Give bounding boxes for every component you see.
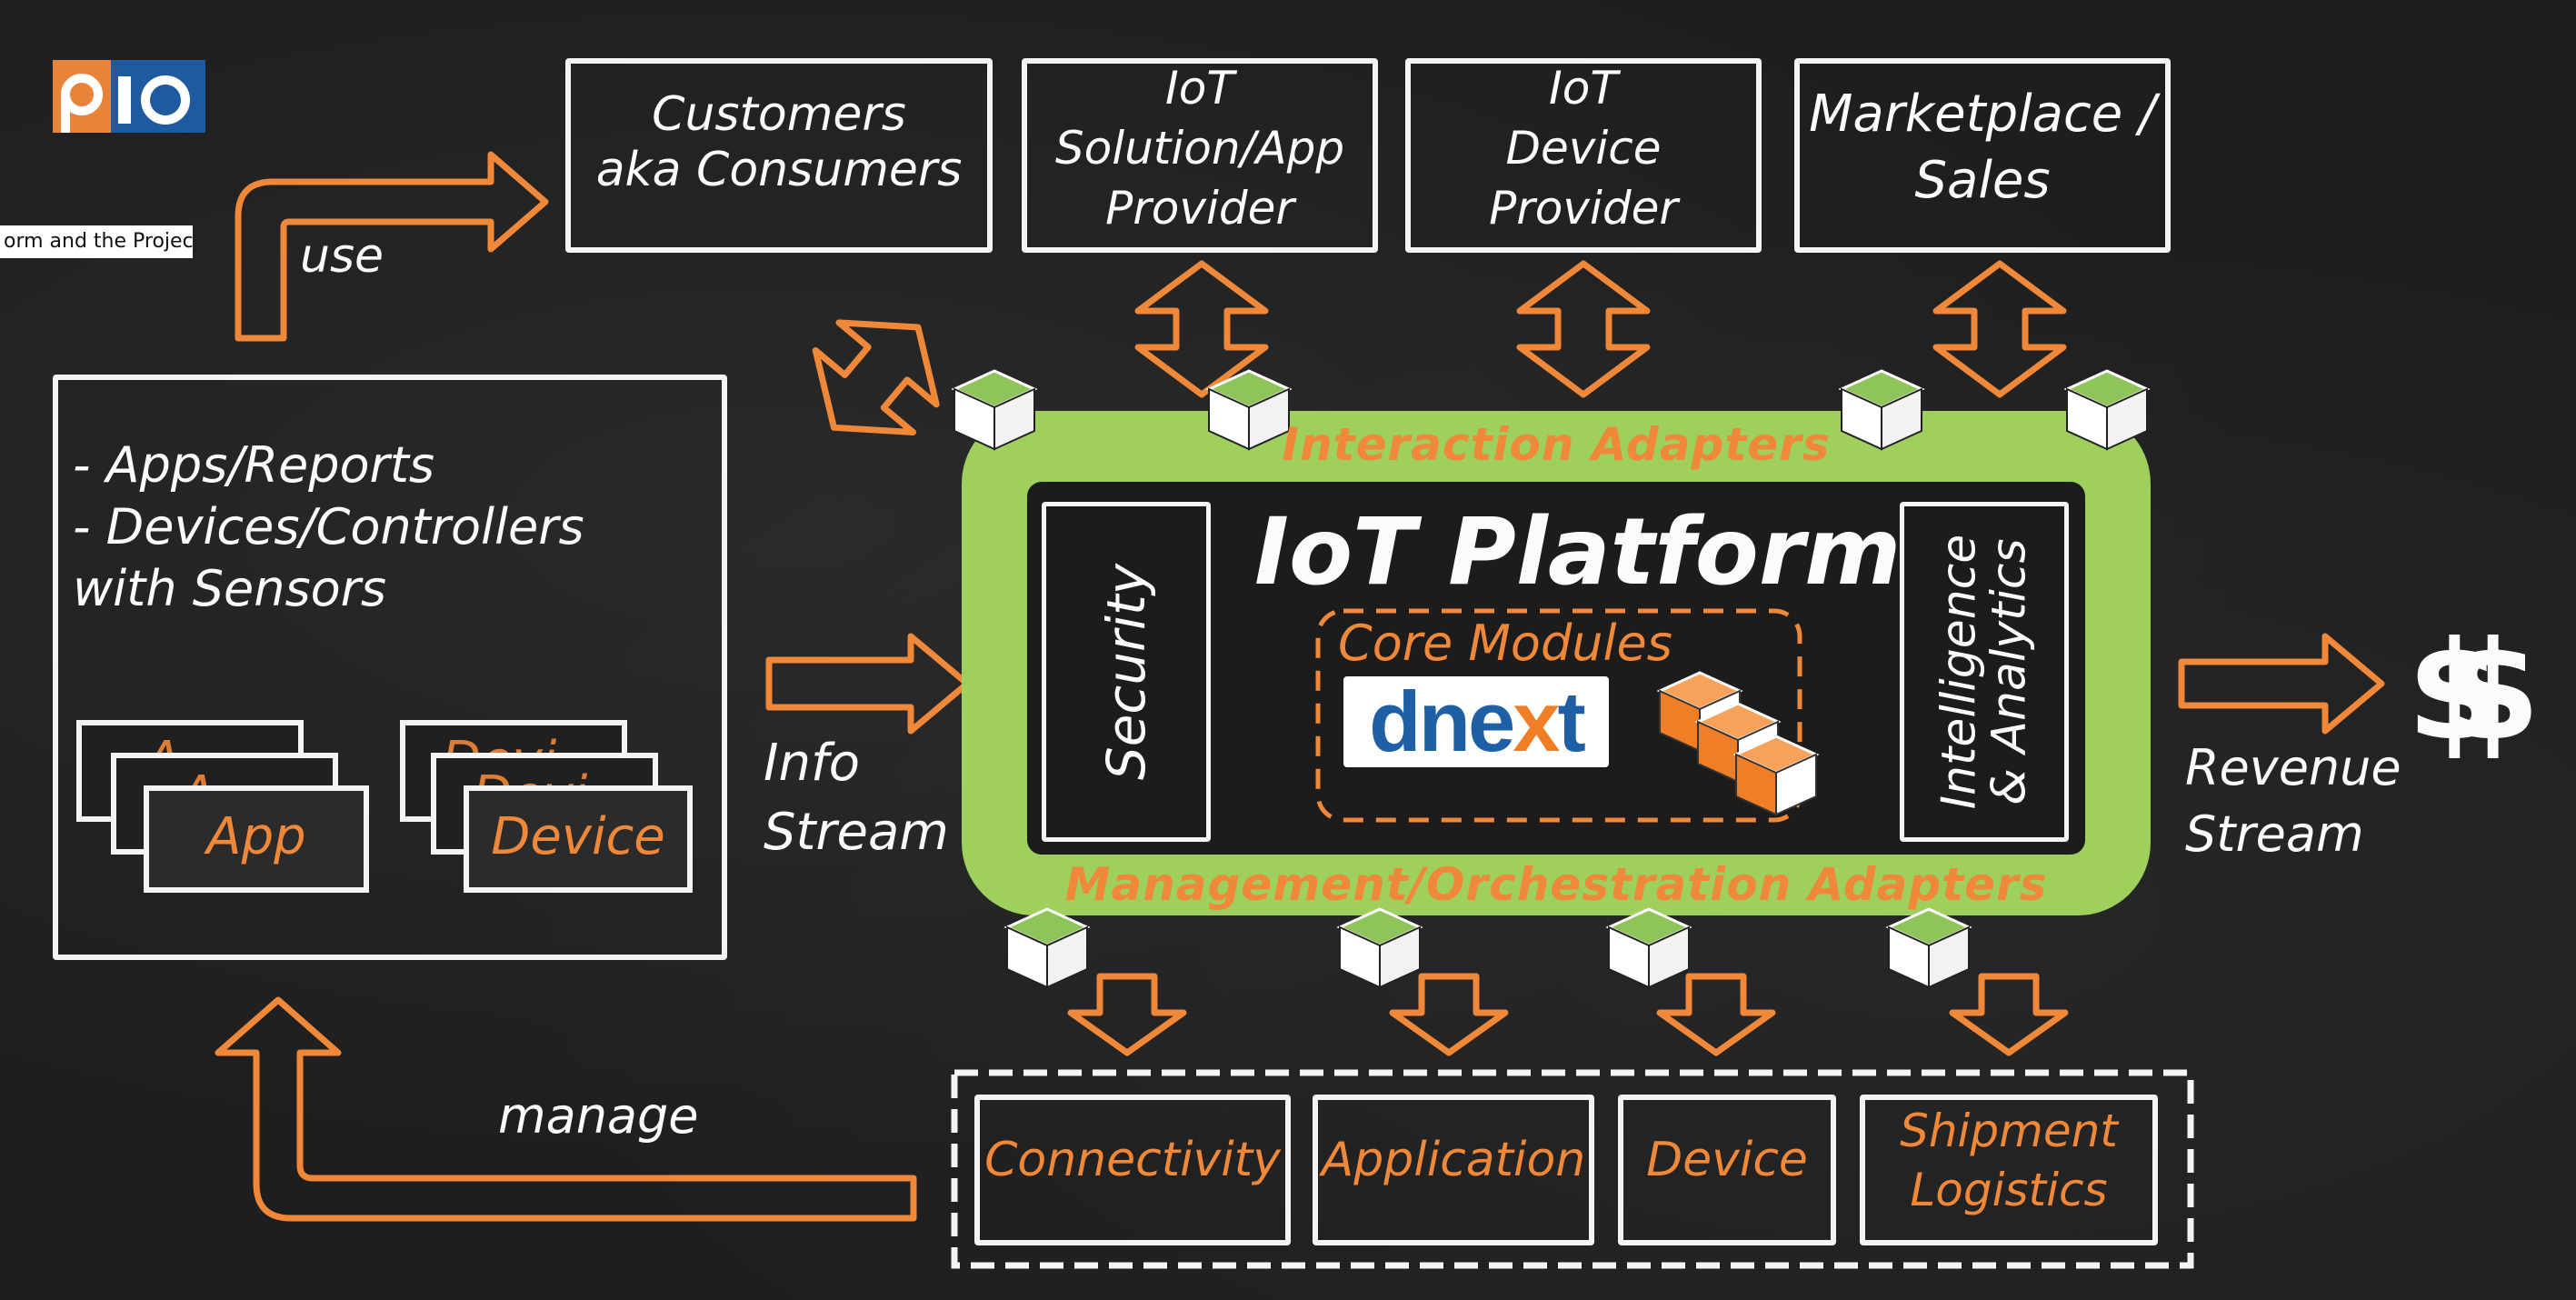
shipment-label: Shipment Logistics <box>1900 1105 2118 1216</box>
info-stream-label: Info Stream <box>764 734 949 863</box>
customers-text: Customers aka Consumers <box>595 87 963 198</box>
device-provider-arrow <box>1520 264 1647 395</box>
dollar-icon: $$ <box>2407 613 2541 771</box>
shipment-box <box>1860 1095 2158 1245</box>
customers-box <box>565 58 993 253</box>
management-adapters-label: Management/Orchestration Adapters <box>1064 858 2048 911</box>
interaction-adapters-label: Interaction Adapters <box>1282 418 1831 471</box>
tab-label: orm and the Project <box>4 230 193 253</box>
platform-inner-panel <box>1027 482 2085 855</box>
manage-label: manage <box>498 1087 699 1145</box>
left-panel-list: - Apps/Reports - Devices/Controllers wit… <box>73 435 584 620</box>
device-down-arrow <box>1660 976 1772 1053</box>
dnext-logo: dnext <box>1343 676 1609 767</box>
platform-title: IoT Platform <box>1254 498 1902 606</box>
application-down-arrow <box>1393 976 1505 1053</box>
security-box <box>1042 502 1211 842</box>
browser-tab[interactable]: orm and the Project <box>0 225 193 258</box>
connectivity-label: Connectivity <box>984 1133 1281 1187</box>
device-provider-text: IoT Device Provider <box>1489 62 1678 235</box>
security-label: Security <box>1095 563 1157 781</box>
list-item: - Devices/Controllers <box>73 498 584 555</box>
list-item: - Apps/Reports <box>73 436 435 494</box>
manage-arrow <box>215 996 917 1222</box>
management-frame <box>951 1069 2194 1269</box>
list-item: with Sensors <box>73 560 386 617</box>
revenue-stream-label: Revenue Stream <box>2185 739 2401 864</box>
device-item-label: Device <box>1646 1133 1808 1187</box>
marketplace-text: Marketplace / Sales <box>1809 85 2156 210</box>
connectivity-box <box>974 1095 1291 1245</box>
connectivity-down-arrow <box>1071 976 1183 1053</box>
customers-diagonal-arrow <box>785 286 967 468</box>
device-provider-box <box>1405 58 1762 253</box>
logo-mark <box>53 60 205 133</box>
use-arrow <box>235 151 549 342</box>
left-panel <box>53 375 727 960</box>
app-card: App <box>144 785 369 893</box>
application-box <box>1313 1095 1594 1245</box>
shipment-down-arrow <box>1952 976 2065 1053</box>
device-card: Device <box>464 785 693 893</box>
analytics-box <box>1900 502 2069 842</box>
analytics-label: Intelligence & Analytics <box>1932 534 2036 810</box>
solution-provider-box <box>1022 58 1378 253</box>
marketplace-box <box>1794 58 2171 253</box>
core-modules-label: Core Modules <box>1338 615 1672 672</box>
solution-provider-text: IoT Solution/App Provider <box>1054 62 1345 235</box>
application-label: Application <box>1321 1133 1586 1187</box>
use-label: use <box>300 229 384 284</box>
revenue-stream-arrow <box>2178 633 2385 735</box>
info-stream-arrow <box>765 633 971 735</box>
marketplace-arrow <box>1936 264 2063 395</box>
device-item-box <box>1618 1095 1836 1245</box>
core-modules-box <box>1315 608 1802 823</box>
